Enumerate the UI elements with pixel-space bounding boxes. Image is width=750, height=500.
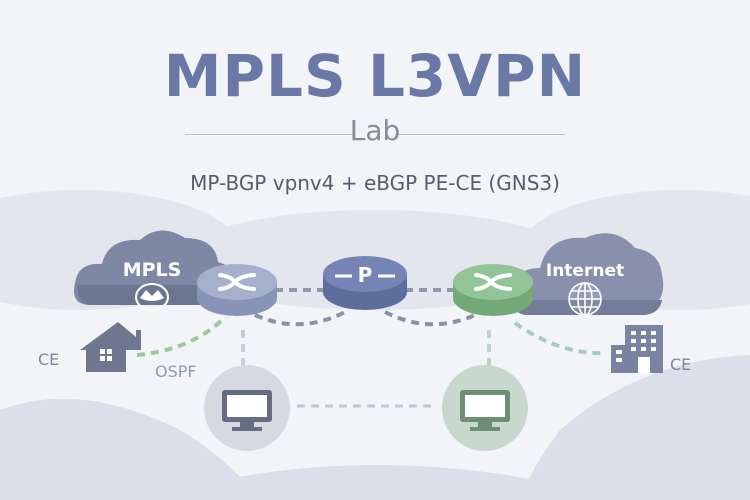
link-p-pe-bottom [384, 310, 476, 327]
link-ospf [136, 318, 224, 357]
background-hills [0, 355, 750, 500]
mpls-cloud [74, 230, 234, 311]
p-router[interactable] [323, 256, 407, 310]
link-right-ce [513, 321, 607, 356]
divider-right [395, 134, 565, 135]
host-left[interactable] [204, 365, 290, 451]
divider-left [185, 134, 355, 135]
internet-cloud [510, 233, 664, 316]
page-title: MPLS L3VPN [163, 42, 587, 110]
router-arrows-icon [218, 273, 256, 291]
mpls-cloud-label: MPLS [122, 259, 182, 281]
link-pe-p-bottom [254, 310, 346, 327]
router-arrows-icon [474, 273, 512, 291]
right-ce-label: CE [670, 355, 692, 374]
description: MP-BGP vpnv4 + eBGP PE-CE (GNS3) [190, 171, 560, 195]
internet-cloud-label: Internet [545, 261, 625, 281]
host-right[interactable] [442, 365, 528, 451]
p-router-label: P [357, 263, 373, 287]
monitor-icon [222, 390, 272, 431]
links [136, 288, 607, 408]
ospf-label: OSPF [155, 362, 197, 381]
house-icon [80, 322, 141, 372]
left-ce-label: CE [38, 350, 60, 369]
building-icon [611, 325, 663, 373]
monitor-icon [460, 390, 510, 431]
pe-router-right[interactable] [453, 264, 533, 316]
globe-icon [568, 282, 602, 316]
pe-router-left[interactable] [197, 264, 277, 316]
subtitle-lab: Lab [349, 114, 401, 147]
mpls-emblem-icon [135, 283, 169, 311]
